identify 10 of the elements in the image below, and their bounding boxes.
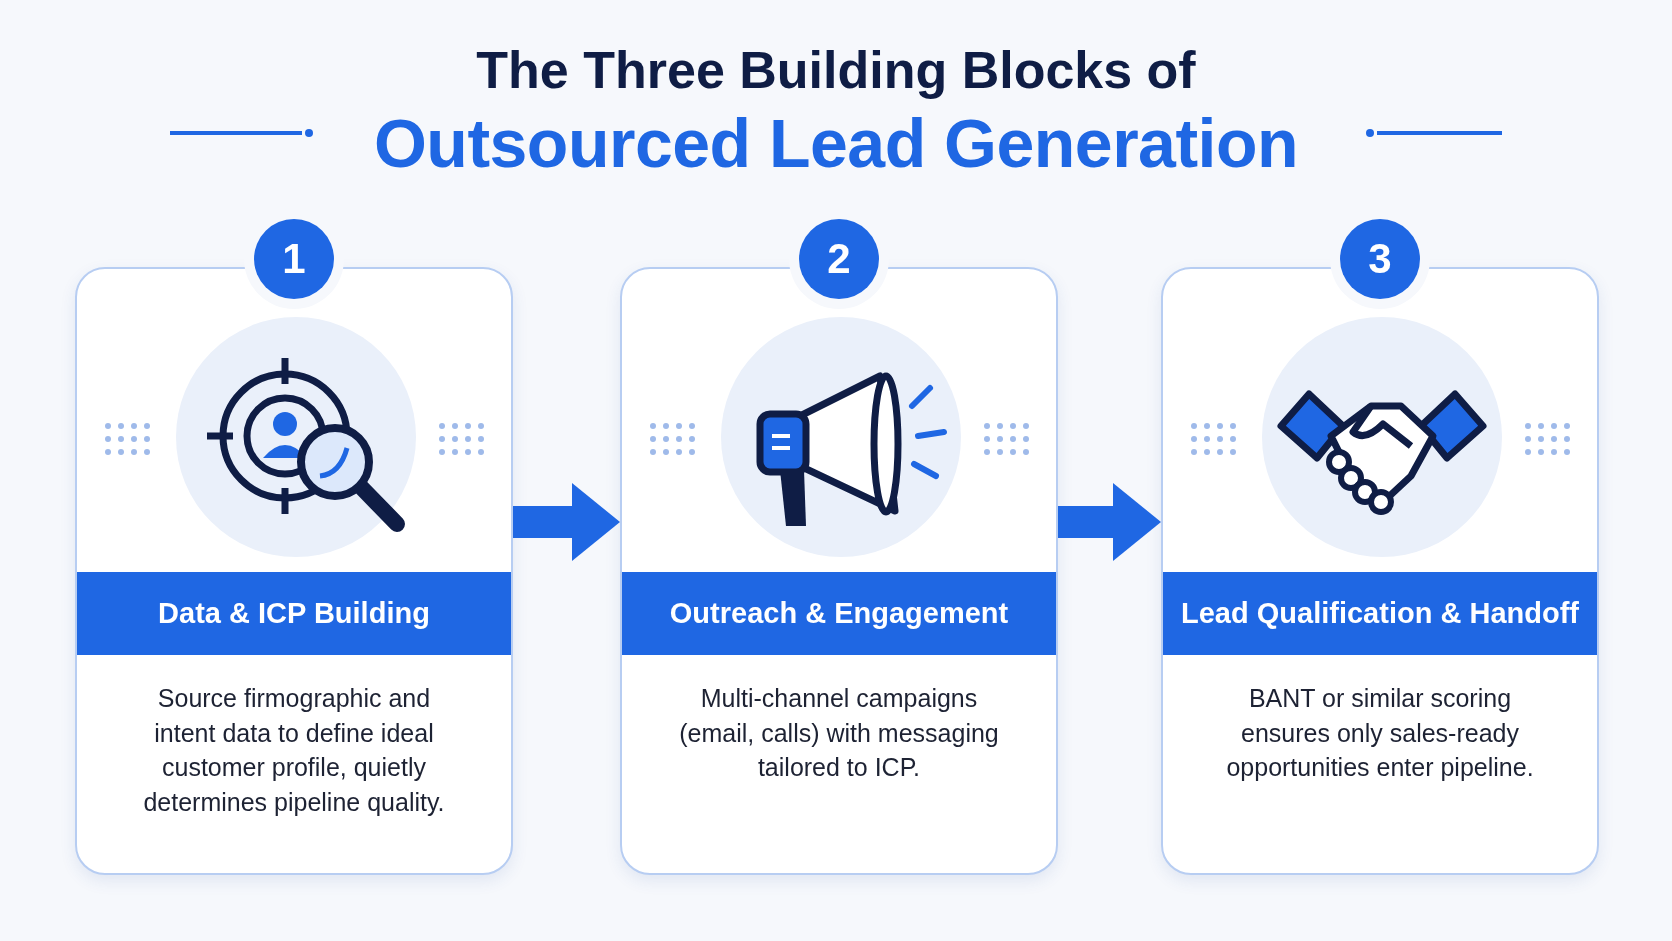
block-arrow bbox=[1058, 483, 1161, 561]
title: The Three Building Blocks of bbox=[475, 40, 1197, 100]
block-arrow bbox=[513, 483, 620, 561]
step-description: BANT or similar scoring ensures only sales-ready opportunities enter pipeline. bbox=[1225, 683, 1535, 783]
step-description: Multi-channel campaigns (email, calls) with messaging tailored to ICP. bbox=[678, 683, 1000, 783]
step-heading: Data & ICP Building bbox=[77, 572, 511, 655]
step-heading: Outreach & Engagement bbox=[622, 572, 1056, 655]
step-description: Source firmographic and intent data to define ideal customer profile, quietly determines pipeline quality. bbox=[142, 683, 446, 818]
subtitle: Outsourced Lead Generation bbox=[372, 104, 1300, 182]
step-heading: Lead Qualification & Handoff bbox=[1163, 572, 1597, 655]
